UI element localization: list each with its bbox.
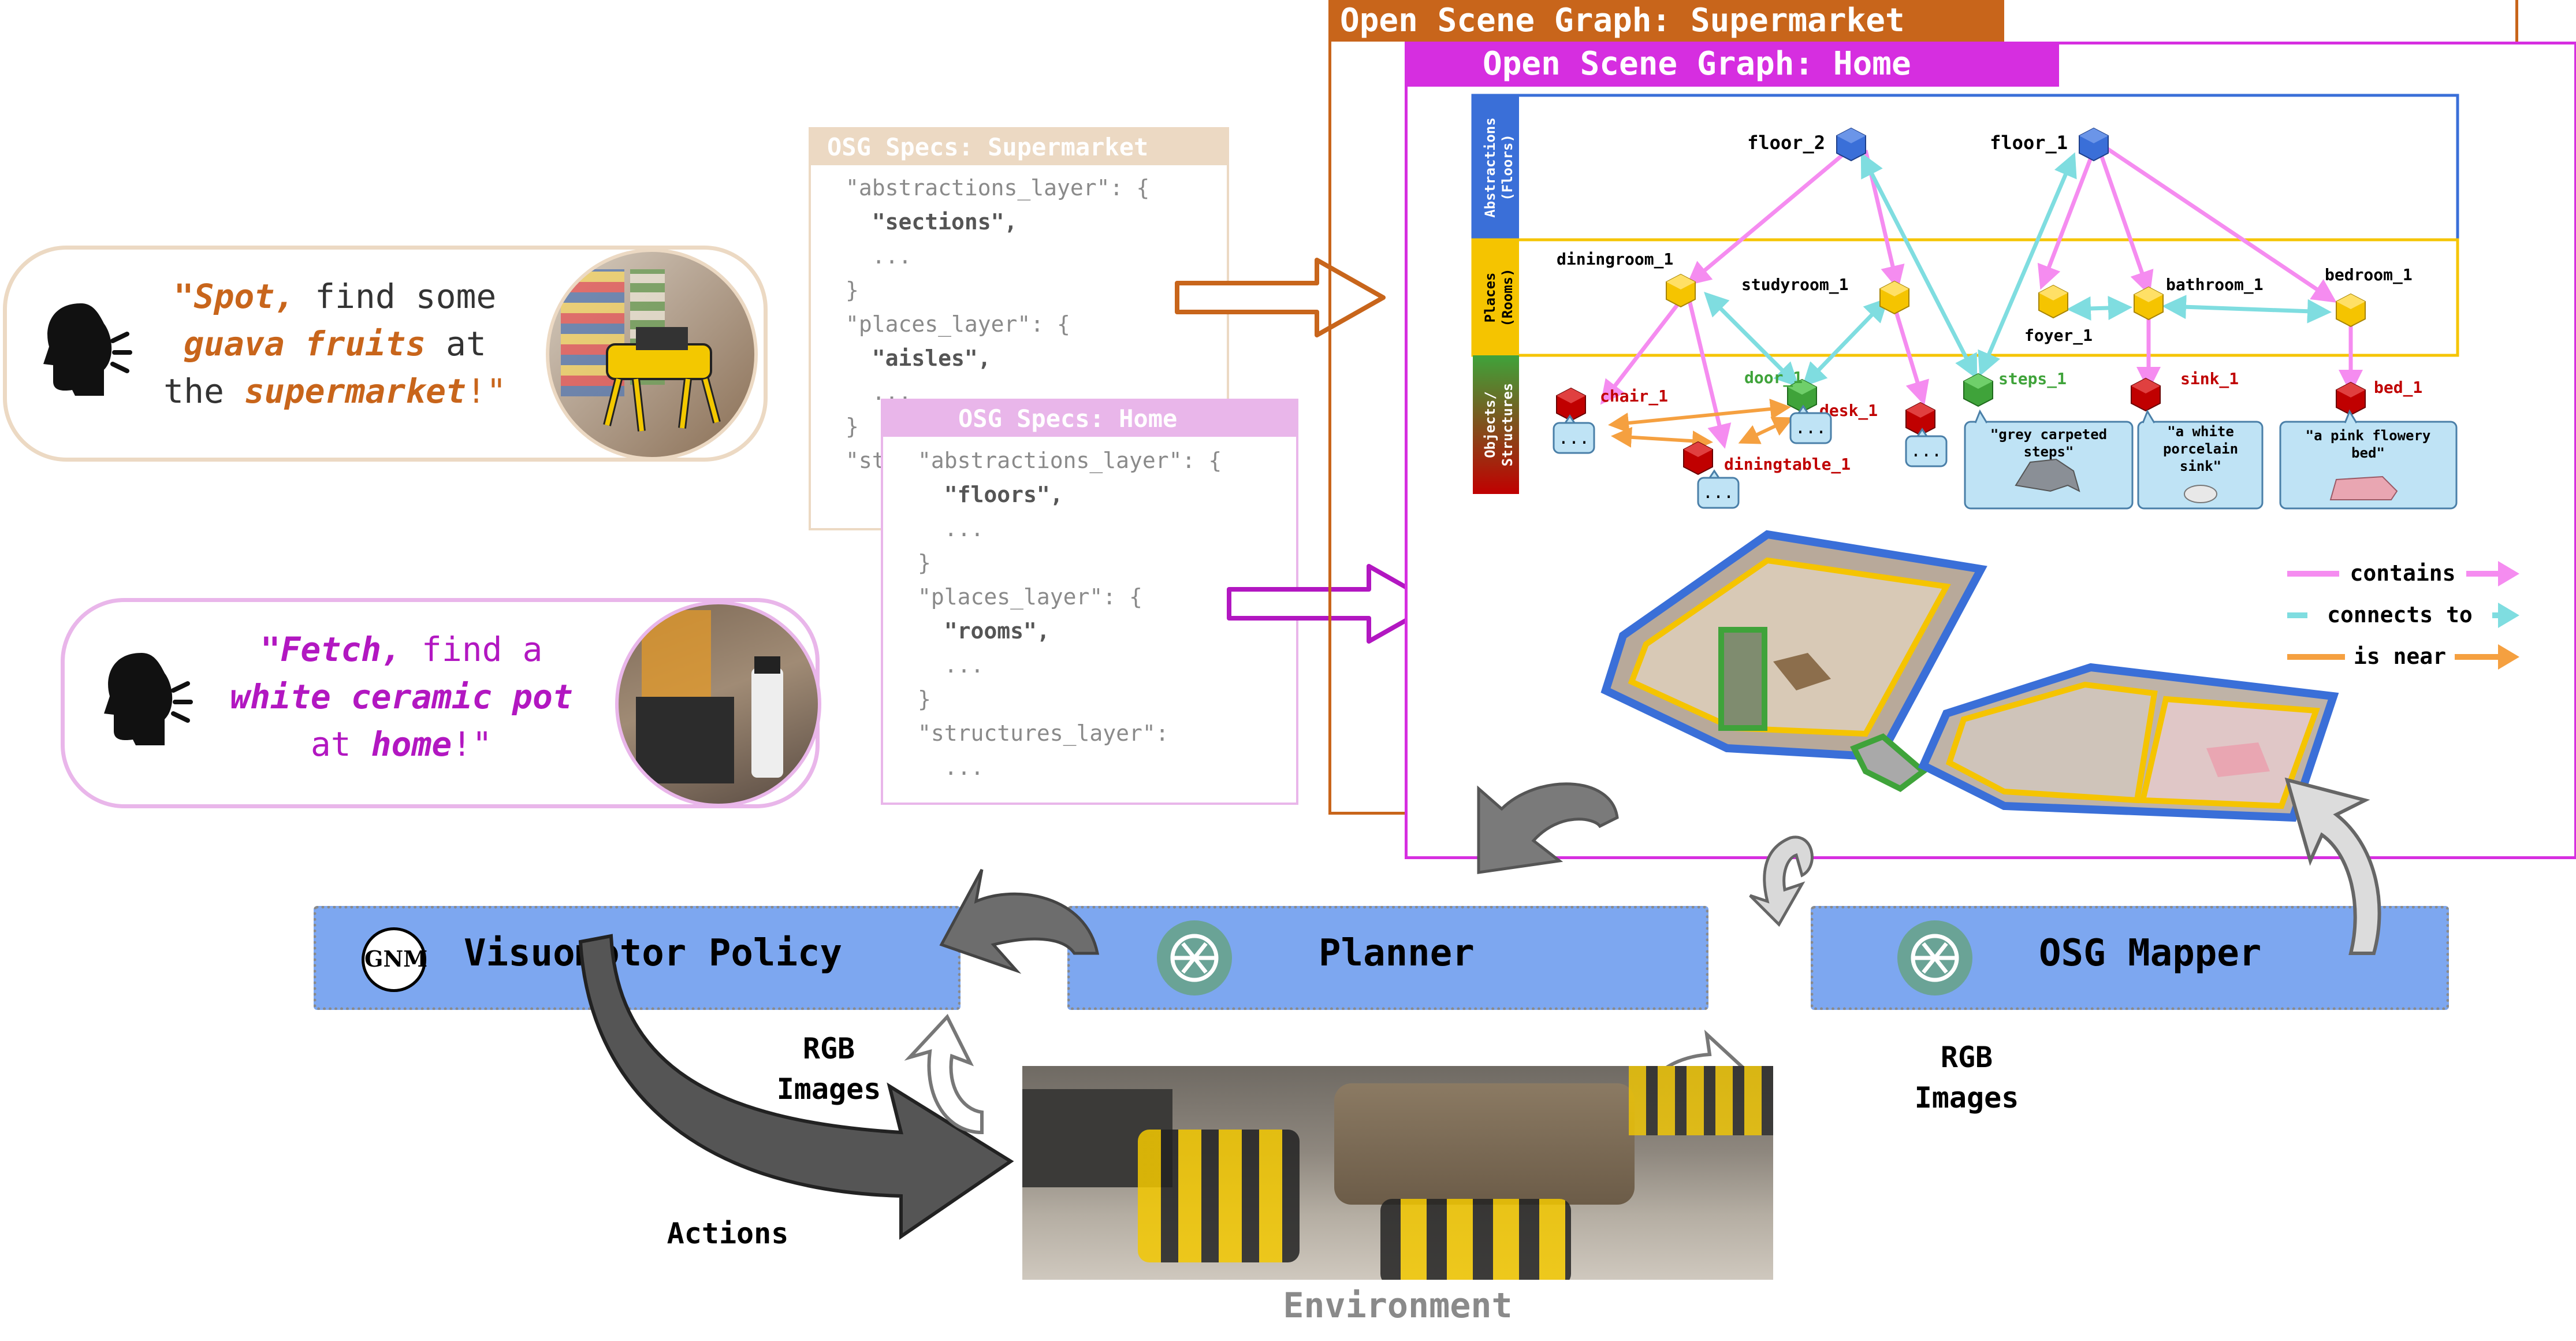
spec-title: OSG Specs: Home	[883, 401, 1296, 437]
planner-label: Planner	[1319, 932, 1475, 975]
planner-module: Planner	[1067, 906, 1708, 1010]
environment-photo	[1022, 1066, 1773, 1280]
node-diningroom-1: diningroom_1	[1557, 250, 1696, 308]
svg-text:Objects/: Objects/	[1482, 391, 1498, 458]
fetch-command-text: "Fetch, find a white ceramic pot at home…	[230, 630, 573, 764]
spec-to-osg-arrow-home	[1227, 564, 1438, 644]
openai-logo-icon	[1897, 920, 1972, 995]
layer-objects: Objects/ Structures	[1473, 355, 1519, 494]
visuomotor-policy-label: Visuomotor Policy	[464, 932, 843, 975]
svg-text:Places: Places	[1482, 273, 1498, 323]
supermarket-robot-photo	[546, 248, 758, 460]
spec-to-osg-arrow-supermarket	[1175, 258, 1386, 337]
house-map-3d	[1600, 530, 2339, 822]
steps-image-icon	[2015, 458, 2080, 492]
svg-text:connects to: connects to	[2327, 602, 2473, 627]
svg-text:(Floors): (Floors)	[1499, 134, 1516, 201]
svg-text:bathroom_1: bathroom_1	[2166, 275, 2264, 294]
diningtable-bubble: ...	[1697, 469, 1740, 509]
chair-bubble: ...	[1553, 414, 1595, 454]
svg-text:...: ...	[1703, 482, 1734, 503]
node-diningtable-1: diningtable_1	[1683, 441, 1851, 476]
osg-mapper-label: OSG Mapper	[2039, 932, 2262, 975]
node-bedroom-1: bedroom_1	[2325, 265, 2413, 328]
speaking-head-icon	[104, 653, 193, 745]
visuomotor-policy-module: GNM Visuomotor Policy	[314, 906, 961, 1010]
svg-text:...: ...	[1558, 428, 1589, 448]
door-bubble: ...	[1789, 404, 1832, 444]
osg-supermarket-title: Open Scene Graph: Supermarket	[1328, 0, 2004, 42]
actions-label: Actions	[667, 1217, 789, 1250]
environment-label: Environment	[1283, 1286, 1513, 1326]
spec-title: OSG Specs: Supermarket	[811, 129, 1227, 165]
svg-text:chair_1: chair_1	[1600, 387, 1668, 406]
node-steps-1: steps_1	[1963, 369, 2067, 407]
bed-image-icon	[2329, 476, 2398, 500]
spot-robot-icon	[603, 327, 721, 432]
sink-image-icon	[2184, 485, 2217, 503]
spot-command-text: "Spot, find some guava fruits at the sup…	[163, 277, 507, 411]
svg-text:diningtable_1: diningtable_1	[1724, 455, 1851, 474]
svg-text:studyroom_1: studyroom_1	[1741, 275, 1848, 294]
node-desk-1: desk_1	[1819, 401, 1935, 436]
svg-text:...: ...	[1911, 441, 1942, 461]
node-sink-1: sink_1	[2131, 369, 2239, 412]
node-bathroom-1: bathroom_1	[2134, 275, 2264, 321]
node-foyer-1: foyer_1	[2024, 284, 2093, 345]
node-chair-1: chair_1	[1556, 387, 1668, 422]
svg-text:...: ...	[1795, 418, 1826, 438]
edge-legend: contains connects to is near	[2287, 560, 2519, 670]
svg-text:contains: contains	[2350, 560, 2455, 586]
svg-text:(Rooms): (Rooms)	[1499, 268, 1516, 326]
openai-logo-icon	[1157, 920, 1232, 995]
node-studyroom-1: studyroom_1	[1741, 275, 1909, 315]
connects-edges	[1704, 152, 2332, 388]
near-edges	[1608, 399, 1794, 452]
contains-edges	[1600, 146, 2363, 449]
home-robot-photo	[615, 601, 821, 807]
svg-text:foyer_1: foyer_1	[2024, 326, 2093, 345]
svg-text:diningroom_1: diningroom_1	[1557, 250, 1673, 269]
svg-text:floor_2: floor_2	[1747, 132, 1825, 154]
svg-text:Abstractions: Abstractions	[1482, 117, 1498, 217]
svg-text:floor_1: floor_1	[1990, 132, 2068, 154]
node-floor-1: floor_1	[1990, 127, 2109, 162]
layer-abstractions: Abstractions (Floors)	[1471, 94, 2459, 242]
mapper-to-osg-arrow	[2284, 777, 2381, 955]
scene-graph: Abstractions (Floors) Places (Rooms) Obj…	[1471, 94, 2459, 510]
spec-code: "abstractions_layer": { "floors", ... } …	[918, 448, 1222, 780]
svg-text:is near: is near	[2354, 644, 2446, 669]
node-floor-2: floor_2	[1747, 127, 1866, 162]
osg-home-title: Open Scene Graph: Home	[1408, 42, 2059, 87]
node-door-1: door_1	[1744, 368, 1817, 413]
svg-text:door_1: door_1	[1744, 368, 1803, 387]
svg-text:bed_1: bed_1	[2374, 378, 2422, 397]
svg-text:sink_1: sink_1	[2180, 369, 2239, 388]
node-bed-1: bed_1	[2336, 378, 2422, 416]
svg-text:steps_1: steps_1	[1998, 369, 2067, 388]
gnm-logo-icon: GNM	[362, 927, 427, 992]
desk-bubble: ...	[1905, 428, 1948, 467]
speaking-head-icon	[43, 303, 132, 396]
osg-mapper-module: OSG Mapper	[1811, 906, 2449, 1010]
svg-text:bedroom_1: bedroom_1	[2325, 265, 2413, 284]
svg-text:Structures: Structures	[1499, 383, 1516, 467]
